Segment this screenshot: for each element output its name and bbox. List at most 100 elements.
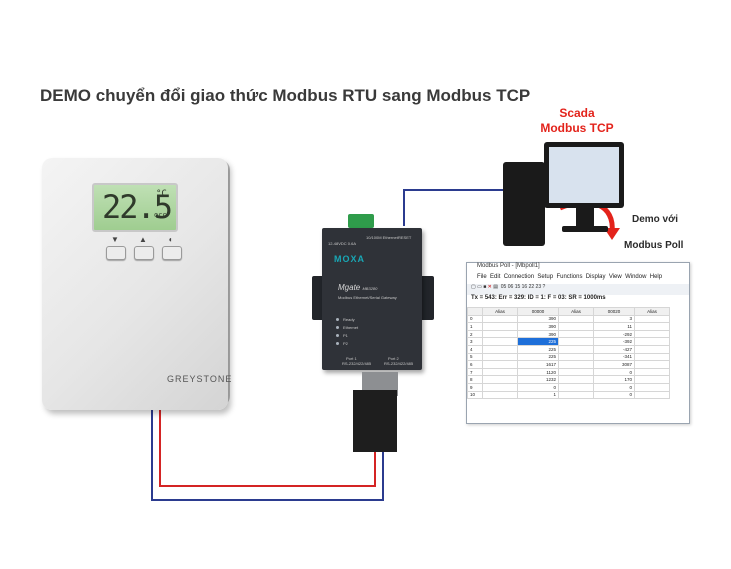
fc-23-button[interactable]: 23 xyxy=(535,284,542,290)
value-cell[interactable]: -427 xyxy=(593,344,635,354)
close-icon[interactable]: ✕ xyxy=(487,284,492,290)
help-icon[interactable]: ? xyxy=(542,284,546,290)
alias-cell[interactable] xyxy=(634,329,670,339)
alias-cell[interactable] xyxy=(482,352,518,362)
save-icon[interactable]: ■ xyxy=(483,284,487,290)
alias-cell[interactable] xyxy=(558,329,594,339)
alias-cell[interactable] xyxy=(558,344,594,354)
row-index: 8 xyxy=(467,375,483,384)
value-cell[interactable]: 0 xyxy=(593,382,635,392)
value-cell[interactable]: 3 xyxy=(593,314,635,324)
selected-value-cell[interactable]: 225 xyxy=(517,337,559,346)
table-header-row: Alias 00000 Alias 00020 Alias xyxy=(467,307,670,316)
menu-display[interactable]: Display xyxy=(585,274,606,280)
pc-tower xyxy=(503,162,545,246)
menu-help[interactable]: Help xyxy=(649,274,663,280)
alias-cell[interactable] xyxy=(558,367,594,377)
menu-file[interactable]: File xyxy=(477,274,487,280)
fc-05-button[interactable]: 05 xyxy=(500,284,507,290)
alias-cell[interactable] xyxy=(634,367,670,377)
alias-cell[interactable] xyxy=(482,337,518,346)
alias-cell[interactable] xyxy=(482,329,518,339)
register-table: Alias 00000 Alias 00020 Alias 0 390 3 1 390… xyxy=(467,307,670,400)
alias-cell[interactable] xyxy=(634,352,670,362)
gateway-model-name: Mgate xyxy=(338,283,361,292)
menu-edit[interactable]: Edit xyxy=(490,274,501,280)
thermostat-up-button[interactable] xyxy=(134,246,154,260)
value-cell[interactable]: 1617 xyxy=(517,360,559,369)
alias-cell[interactable] xyxy=(558,390,594,400)
gateway-model-suffix: MB3280 xyxy=(362,286,378,291)
menu-view[interactable]: View xyxy=(608,274,622,280)
alias-cell[interactable] xyxy=(634,390,670,400)
alias-cell[interactable] xyxy=(634,382,670,392)
alias-cell[interactable] xyxy=(634,360,670,369)
value-cell[interactable]: 390 xyxy=(517,322,559,331)
menu-connection[interactable]: Connection xyxy=(503,274,535,280)
open-icon[interactable]: ▭ xyxy=(477,284,482,290)
alias-cell[interactable] xyxy=(634,375,670,384)
table-row[interactable]: 8 1232 170 xyxy=(467,375,670,384)
value-cell[interactable]: 1 xyxy=(517,390,559,400)
alias-cell[interactable] xyxy=(634,337,670,346)
value-cell[interactable]: -341 xyxy=(593,352,635,362)
value-cell[interactable]: 0 xyxy=(593,390,635,400)
value-cell[interactable]: 390 xyxy=(517,314,559,324)
fc-15-button[interactable]: 15 xyxy=(514,284,521,290)
print-icon[interactable]: ▤ xyxy=(493,284,498,290)
mode-icon: ◐ xyxy=(168,235,174,244)
alias-cell[interactable] xyxy=(558,314,594,324)
alias-cell[interactable] xyxy=(558,322,594,331)
value-cell[interactable]: 0 xyxy=(517,382,559,392)
alias-cell[interactable] xyxy=(558,360,594,369)
value-cell[interactable]: 0 xyxy=(593,367,635,377)
alias-cell[interactable] xyxy=(482,390,518,400)
value-cell[interactable]: -392 xyxy=(593,337,635,346)
value-cell[interactable]: -292 xyxy=(593,329,635,339)
alias-cell[interactable] xyxy=(558,352,594,362)
alias-cell[interactable] xyxy=(482,375,518,384)
value-cell[interactable]: 225 xyxy=(517,344,559,354)
alias-cell[interactable] xyxy=(482,344,518,354)
new-icon[interactable]: ▢ xyxy=(471,284,476,290)
value-cell[interactable]: 1232 xyxy=(517,375,559,384)
alias-cell[interactable] xyxy=(482,367,518,377)
alias-cell[interactable] xyxy=(558,382,594,392)
value-cell[interactable]: 390 xyxy=(517,329,559,339)
value-cell[interactable]: 3087 xyxy=(593,360,635,369)
menu-setup[interactable]: Setup xyxy=(537,274,554,280)
value-cell[interactable]: 11 xyxy=(593,322,635,331)
alias-cell[interactable] xyxy=(634,344,670,354)
menu-functions[interactable]: Functions xyxy=(556,274,583,280)
alias-cell[interactable] xyxy=(482,382,518,392)
alias-cell[interactable] xyxy=(558,375,594,384)
value-cell[interactable]: 1120 xyxy=(517,367,559,377)
row-index: 3 xyxy=(467,337,483,346)
value-cell[interactable]: 170 xyxy=(593,375,635,384)
alias-cell[interactable] xyxy=(482,322,518,331)
table-row[interactable]: 3 225 -392 xyxy=(467,337,670,346)
alias-cell[interactable] xyxy=(482,360,518,369)
alias-cell[interactable] xyxy=(482,314,518,324)
toolbar: ▢ ▭ ■ ✕ ▤ 05 06 15 16 22 23 ? xyxy=(467,284,689,295)
thermostat-mode-button[interactable] xyxy=(162,246,182,260)
alias-cell[interactable] xyxy=(558,337,594,346)
alias-cell[interactable] xyxy=(634,314,670,324)
menu-window[interactable]: Window xyxy=(625,274,647,280)
thermostat-down-button[interactable] xyxy=(106,246,126,260)
fc-06-button[interactable]: 06 xyxy=(507,284,514,290)
value-cell[interactable]: 225 xyxy=(517,352,559,362)
fc-22-button[interactable]: 22 xyxy=(528,284,535,290)
fc-16-button[interactable]: 16 xyxy=(521,284,528,290)
alias-cell[interactable] xyxy=(634,322,670,331)
demo-label: Demo với xyxy=(632,214,679,225)
